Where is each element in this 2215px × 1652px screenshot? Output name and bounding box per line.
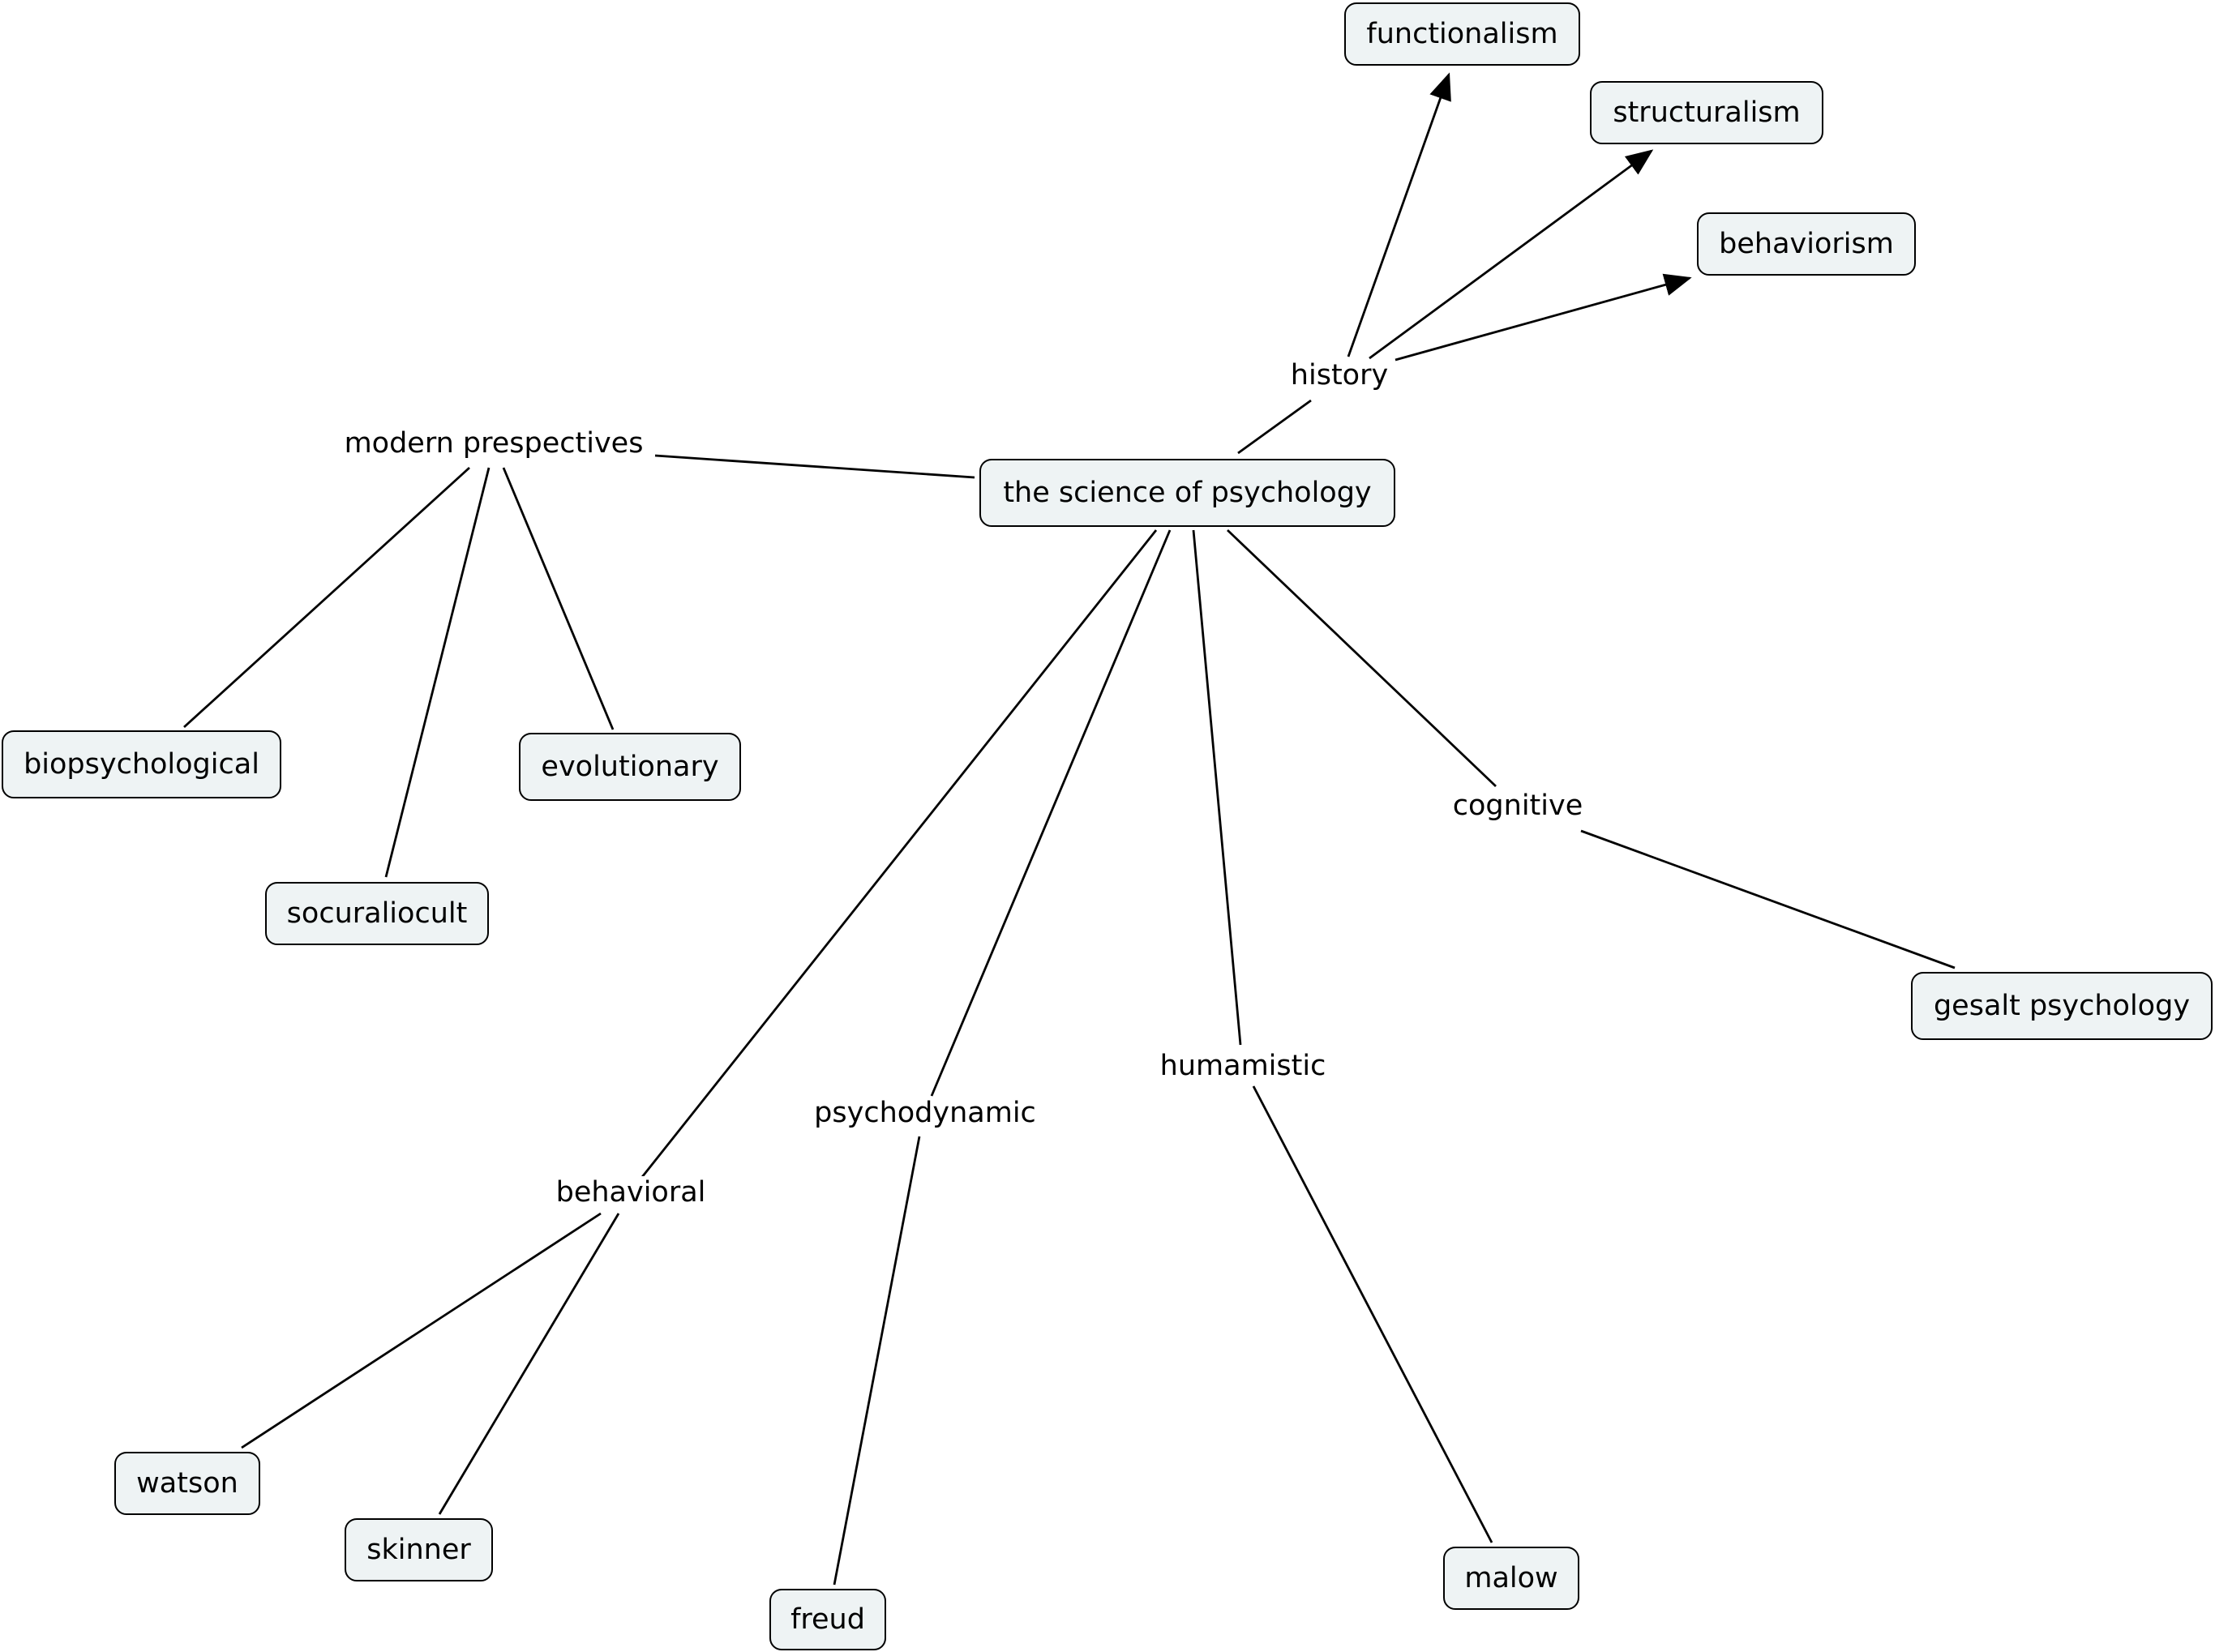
- link-label-behavioral: behavioral: [554, 1176, 708, 1209]
- edge-behavioral-skinner: [438, 1213, 620, 1515]
- edge-modern-socuraliocult: [384, 467, 491, 878]
- edge-behavioral-watson: [241, 1212, 602, 1449]
- edge-science-psychodynamic: [930, 529, 1172, 1097]
- concept-watson[interactable]: watson: [114, 1452, 260, 1515]
- link-label-cognitive: cognitive: [1450, 790, 1585, 822]
- concept-malow[interactable]: malow: [1443, 1547, 1579, 1610]
- concept-socuraliocult[interactable]: socuraliocult: [265, 882, 489, 945]
- concept-structuralism[interactable]: structuralism: [1590, 81, 1823, 144]
- edge-science-behavioral: [641, 529, 1158, 1178]
- arrow-history-functionalism: [1347, 72, 1451, 357]
- concept-science-of-psychology[interactable]: the science of psychology: [979, 459, 1395, 527]
- concept-behaviorism[interactable]: behaviorism: [1697, 212, 1916, 276]
- edge-modern-biopsychological: [183, 466, 470, 729]
- edge-cognitive-gesalt: [1580, 829, 1956, 969]
- concept-gesalt-psychology[interactable]: gesalt psychology: [1911, 972, 2213, 1040]
- concept-skinner[interactable]: skinner: [345, 1518, 493, 1581]
- arrow-history-structuralism: [1369, 149, 1654, 360]
- edge-science-cognitive: [1227, 529, 1497, 788]
- edge-modern-evolutionary: [502, 467, 615, 730]
- edge-psychodynamic-freud: [833, 1136, 921, 1586]
- edge-science-modern: [654, 454, 975, 479]
- link-label-history: history: [1288, 359, 1390, 392]
- edge-science-history: [1237, 399, 1312, 455]
- concept-freud[interactable]: freud: [769, 1589, 886, 1650]
- concept-evolutionary[interactable]: evolutionary: [519, 733, 741, 801]
- concept-functionalism[interactable]: functionalism: [1344, 2, 1580, 66]
- link-label-modern-perspectives: modern prespectives: [342, 427, 645, 460]
- arrow-history-behaviorism: [1395, 273, 1692, 362]
- link-label-humamistic: humamistic: [1158, 1050, 1328, 1082]
- link-label-psychodynamic: psychodynamic: [812, 1097, 1038, 1129]
- edge-humamistic-malow: [1252, 1085, 1493, 1543]
- edge-science-humamistic: [1192, 529, 1242, 1046]
- concept-biopsychological[interactable]: biopsychological: [2, 730, 281, 798]
